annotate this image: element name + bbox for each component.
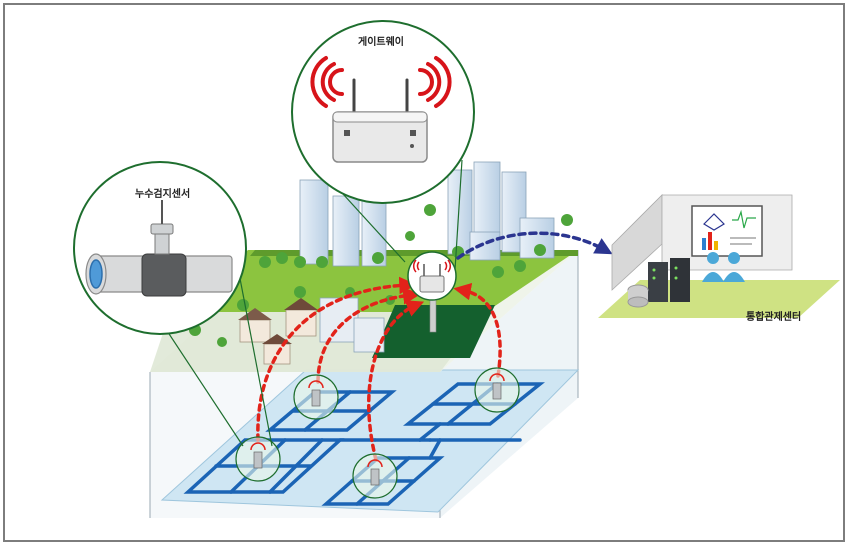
sensor-signal-arrows [256,276,502,462]
wifi-signal-icon [310,56,452,108]
gateway-pole [429,295,437,333]
control-center [598,194,840,318]
wifi-signal-icon [412,259,452,273]
diagram-frame [3,3,845,542]
sensor-node [293,374,339,420]
monitor-icon [691,205,763,257]
sensor-node [474,367,520,413]
server-rack-icon [627,258,690,308]
gateway-label: 게이트웨이 [358,37,404,48]
trees [189,204,573,347]
gateway-callout [291,20,475,204]
pipe-with-sensor [85,200,233,297]
control-center-label: 통합관제센터 [746,312,802,323]
sensor-node [352,453,398,499]
operator-icon [702,252,745,282]
network-arrow [456,231,613,260]
sensor-node [235,436,281,482]
leak-sensor-label: 누수검지센서 [135,189,191,200]
gateway-node [407,251,457,301]
router-device [332,78,428,163]
leak-sensor-callout [73,161,247,335]
